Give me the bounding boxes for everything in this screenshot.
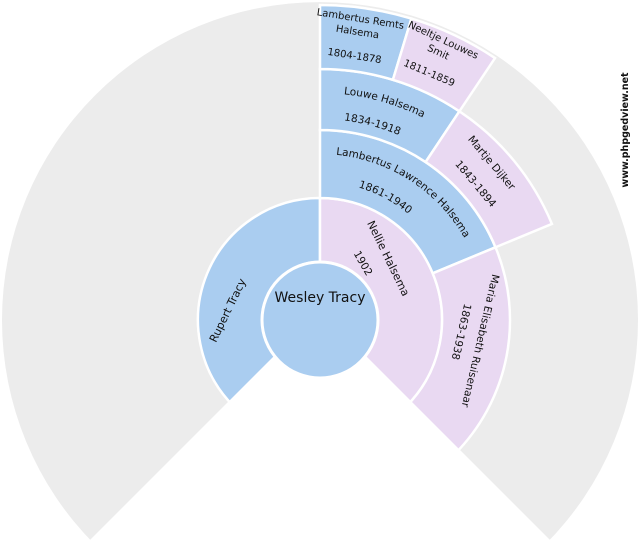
watermark-layer: www.phpgedview.net bbox=[620, 72, 631, 188]
person-label-line: Wesley Tracy bbox=[275, 290, 366, 306]
fan-segment-neeltje-louwes-smit[interactable] bbox=[391, 17, 497, 114]
fan-segment-martje-dijker[interactable] bbox=[423, 109, 554, 249]
fan-notch-layer bbox=[80, 310, 560, 550]
watermark-text: www.phpgedview.net bbox=[620, 72, 631, 188]
center-person-circle[interactable] bbox=[260, 260, 380, 380]
bottom-notch bbox=[80, 310, 560, 550]
center-circle-layer bbox=[260, 260, 380, 380]
fan-segments-layer bbox=[196, 3, 554, 457]
